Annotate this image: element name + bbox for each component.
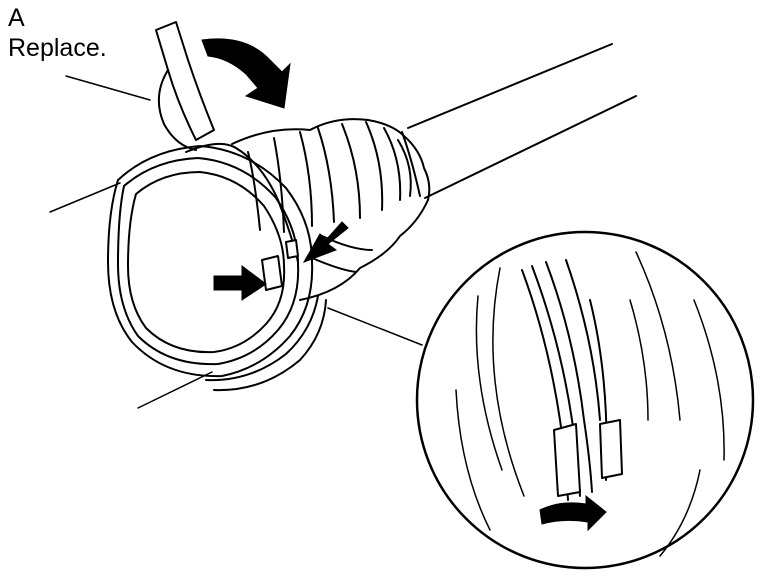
- inset-hook-tab: [599, 419, 623, 479]
- leader-lines: [49, 75, 423, 409]
- callout-text: Replace.: [8, 34, 107, 62]
- inset-circle: [415, 230, 755, 570]
- inset-bend-arrow: [539, 494, 607, 532]
- boot-housing-ring: [107, 145, 327, 392]
- boot-band-clamp: [155, 21, 299, 291]
- callout-letter: A: [8, 4, 25, 32]
- bend-direction-arrow: [201, 38, 291, 109]
- band-tab-free-end: [155, 21, 215, 141]
- cv-boot: [231, 118, 431, 301]
- pointer-arrow-left: [213, 265, 267, 301]
- inset-lock-tab: [553, 423, 581, 497]
- band-tab-lock: [261, 255, 283, 291]
- detail-inset: [415, 230, 755, 570]
- pointer-arrow-right: [302, 221, 349, 263]
- axle-shaft: [401, 43, 637, 199]
- band-tab-hook: [285, 239, 299, 259]
